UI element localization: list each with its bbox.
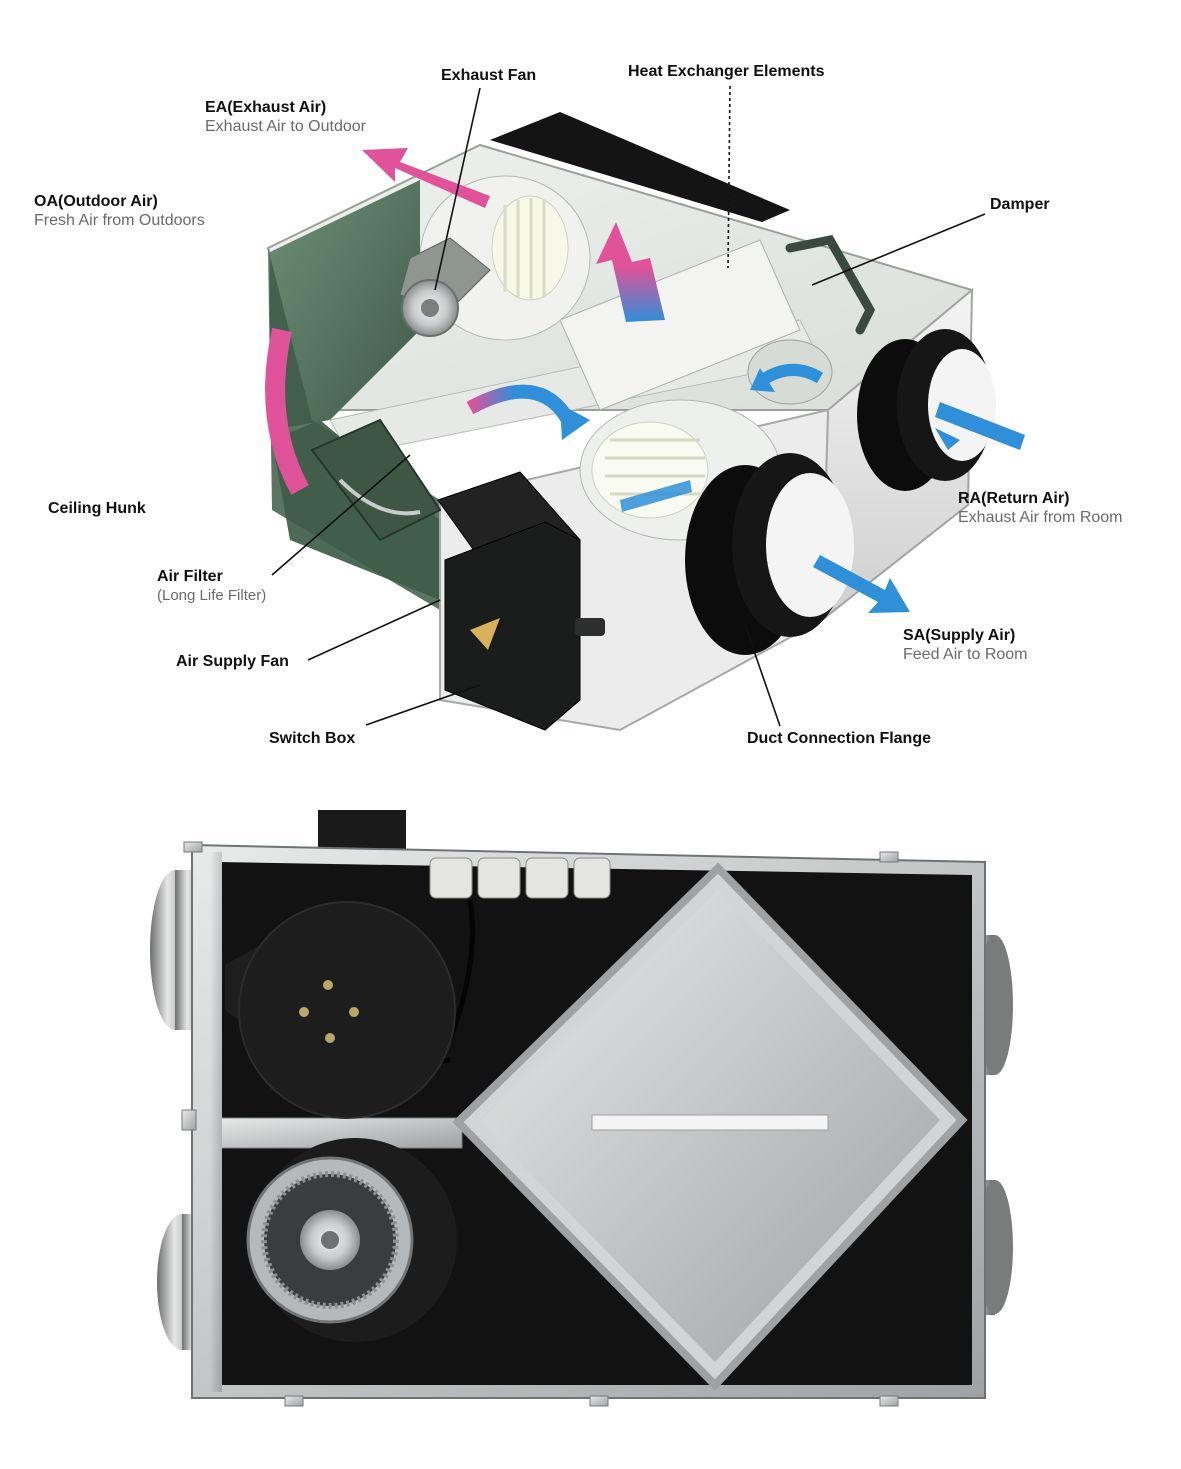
oa-inlet-arrow xyxy=(265,327,309,495)
label-duct-connection-flange: Duct Connection Flange xyxy=(747,730,931,747)
return-inner-arrowhead xyxy=(750,368,775,392)
heat-exchanger-block xyxy=(559,239,801,411)
air-filter-frame xyxy=(310,418,442,542)
label-sa-subtitle: Feed Air to Room xyxy=(903,646,1028,663)
exhaust-fan-motor xyxy=(399,237,491,337)
label-air-filter-title: Air Filter xyxy=(157,568,223,585)
leader-duct-flange xyxy=(744,624,781,727)
supply-fan-scroll xyxy=(246,1138,457,1342)
inner-wall-green xyxy=(270,180,420,430)
leader-exhaust-fan xyxy=(434,87,481,291)
top-cover-flap xyxy=(490,112,790,222)
leader-damper xyxy=(811,213,986,286)
leader-switch-box xyxy=(365,684,481,726)
switch-box-cable-clip xyxy=(575,618,605,636)
filter-to-fan-arrowhead xyxy=(560,404,590,440)
motor-cable xyxy=(447,899,475,1041)
exhaust-fan-wheel xyxy=(491,195,569,301)
power-inlet-box xyxy=(318,810,406,852)
warning-symbol xyxy=(470,618,500,650)
fan-outlet-arrow xyxy=(620,480,692,512)
leader-air-supply-fan xyxy=(307,599,441,661)
heat-exchanger-core xyxy=(452,862,968,1391)
label-heat-exchanger-elements: Heat Exchanger Elements xyxy=(628,63,825,80)
leader-heat-exchanger xyxy=(727,85,731,269)
label-switch-box: Switch Box xyxy=(269,730,356,747)
terminal-blocks xyxy=(429,857,611,899)
label-damper: Damper xyxy=(990,196,1050,213)
mounting-tabs xyxy=(181,841,899,1407)
label-exhaust-fan: Exhaust Fan xyxy=(441,67,537,84)
ra-arrow xyxy=(935,402,1025,450)
label-air-filter-subtitle: (Long Life Filter) xyxy=(157,587,267,604)
leader-lines xyxy=(271,85,986,727)
damper-lever xyxy=(785,234,876,335)
label-oa-title: OA(Outdoor Air) xyxy=(34,193,158,210)
label-air-supply-fan: Air Supply Fan xyxy=(176,653,289,670)
exhaust-rise-arrow xyxy=(596,222,665,322)
label-ea-subtitle: Exhaust Air to Outdoor xyxy=(205,118,366,135)
label-ceiling-hunk: Ceiling Hunk xyxy=(48,500,146,517)
return-duct-flange xyxy=(857,329,996,491)
exhaust-fan-disc xyxy=(225,901,456,1119)
cutaway-unit xyxy=(265,112,1025,732)
ea-arrow xyxy=(362,148,490,208)
ra-arrowhead xyxy=(935,428,960,450)
core-pull-handle xyxy=(591,1114,829,1131)
label-ra-title: RA(Return Air) xyxy=(958,490,1070,507)
supply-duct-flange xyxy=(685,453,854,655)
left-wall xyxy=(210,852,222,1392)
label-oa-subtitle: Fresh Air from Outdoors xyxy=(34,212,205,229)
sa-arrow xyxy=(813,555,910,613)
switch-box xyxy=(437,471,605,731)
label-ra-subtitle: Exhaust Air from Room xyxy=(958,509,1123,526)
label-ea-title: EA(Exhaust Air) xyxy=(205,99,327,116)
label-sa-title: SA(Supply Air) xyxy=(903,627,1016,644)
opened-unit-photo xyxy=(150,810,1013,1407)
leader-air-filter xyxy=(271,454,411,576)
air-filter-handle xyxy=(338,478,421,516)
